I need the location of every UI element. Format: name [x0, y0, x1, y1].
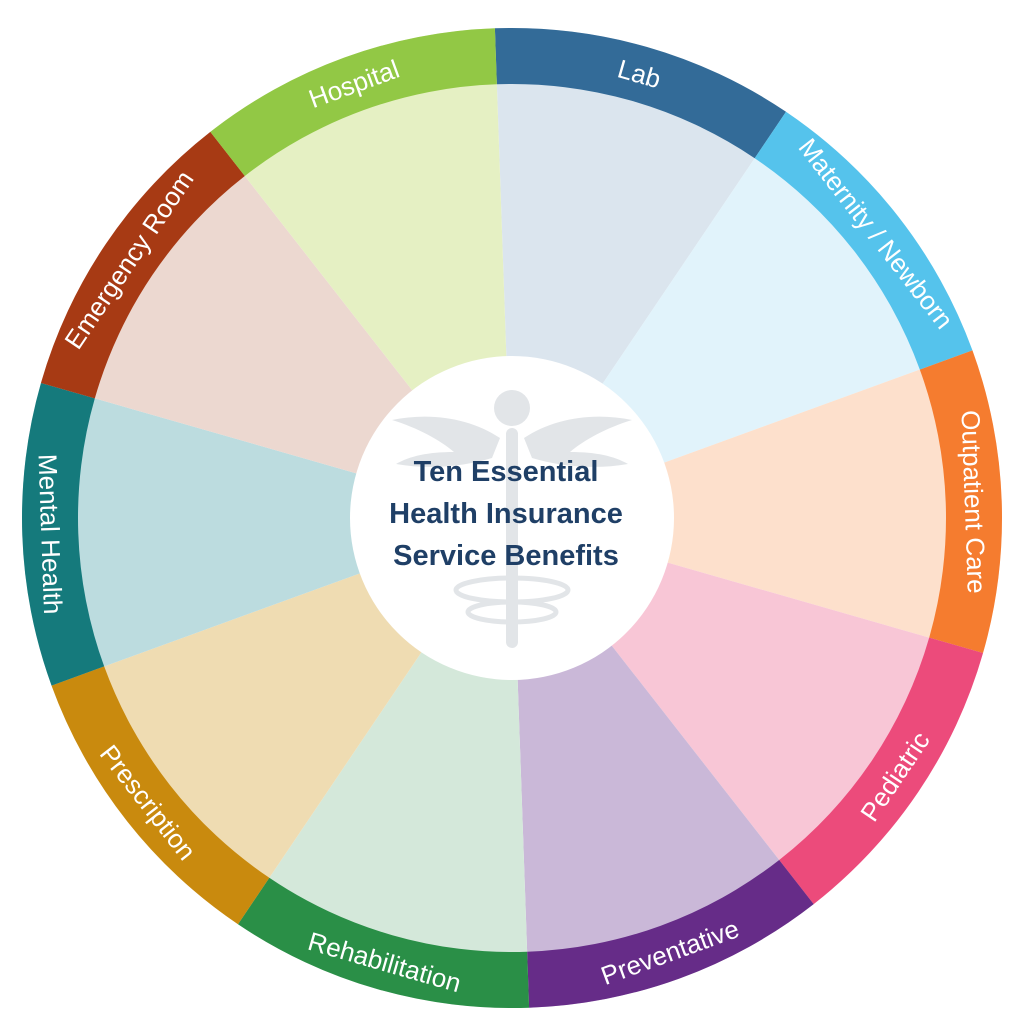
ring-band-lab — [494, 28, 787, 159]
ring-band-maternity-newborn — [754, 111, 973, 370]
ring-band-hospital — [210, 28, 497, 177]
caduceus-icon — [392, 390, 632, 648]
ring-band-mental-health — [22, 382, 105, 686]
segment-label-outpatient-care: Outpatient Care — [956, 410, 992, 594]
ring-band-preventative — [527, 859, 814, 1008]
ring-band-outpatient-care — [919, 350, 1002, 654]
ring-band-rehabilitation — [237, 877, 530, 1008]
segment-label-mental-health: Mental Health — [32, 453, 68, 614]
wedge-outpatient-care — [512, 343, 1002, 659]
wedge-mental-health — [22, 377, 512, 693]
ring-band-emergency-room — [40, 131, 245, 399]
title-line-2: Health Insurance — [389, 498, 623, 530]
ring-band-pediatric — [779, 637, 984, 905]
ring-band-prescription — [51, 666, 270, 925]
title-line-1: Ten Essential — [414, 456, 599, 488]
title-line-3: Service Benefits — [393, 540, 619, 572]
